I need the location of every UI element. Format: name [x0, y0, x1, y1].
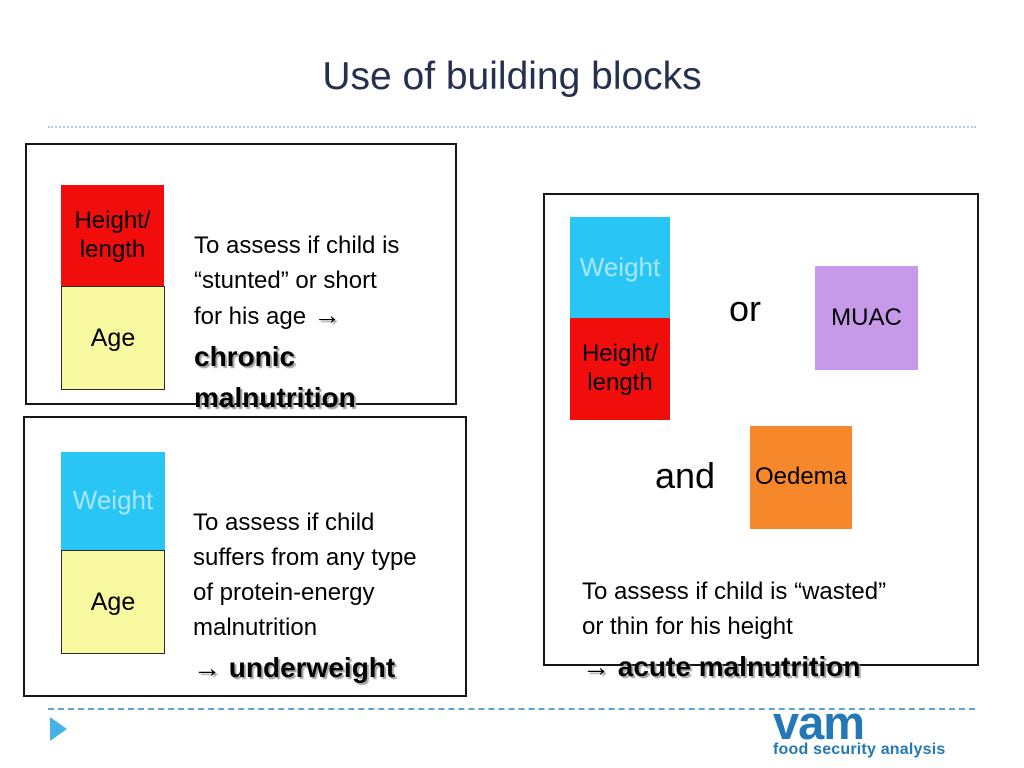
panel-underweight: Weight Age To assess if child suffers fr…	[23, 416, 467, 697]
underweight-description-text: To assess if child suffers from any type…	[193, 509, 417, 641]
block-height-length-label: Height/ length	[581, 340, 659, 396]
acute-description-text: To assess if child is “wasted” or thin f…	[582, 578, 887, 640]
block-oedema: Oedema	[750, 426, 852, 529]
or-label: or	[728, 288, 761, 329]
chronic-description-text: To assess if child is “stunted” or short…	[194, 232, 400, 330]
panel-chronic-malnutrition: Height/ length Age To assess if child is…	[25, 143, 457, 413]
block-weight: Weight	[570, 217, 670, 318]
block-age-label: Age	[90, 324, 136, 352]
block-height-length: Height/ length	[61, 185, 164, 286]
block-oedema-label: Oedema	[754, 463, 848, 491]
block-weight-label: Weight	[579, 251, 661, 282]
block-age-label: Age	[90, 588, 136, 616]
block-age: Age	[61, 286, 165, 390]
vam-logo: vam food security analysis	[773, 699, 945, 758]
play-triangle-icon	[50, 717, 67, 741]
slide-title: Use of building blocks	[322, 55, 702, 98]
vam-logo-text: vam	[773, 696, 865, 749]
underweight-description: To assess if child suffers from any type…	[193, 470, 483, 723]
chronic-bold-text: chronic malnutrition	[194, 341, 356, 413]
panel-acute-malnutrition: Weight Height/ length or MUAC and Oedema…	[543, 193, 979, 682]
block-height-length: Height/ length	[570, 318, 670, 420]
arrow-icon: →	[306, 300, 341, 330]
block-height-length-label: Height/ length	[74, 206, 151, 263]
block-weight: Weight	[61, 452, 165, 550]
block-muac: MUAC	[815, 266, 918, 370]
acute-description: To assess if child is “wasted” or thin f…	[582, 539, 974, 722]
underweight-bold-text: → underweight	[193, 652, 396, 683]
vam-logo-tagline: food security analysis	[773, 741, 946, 758]
block-muac-label: MUAC	[831, 303, 902, 331]
title-dotted-separator	[48, 126, 976, 128]
acute-bold-text: → acute malnutrition	[582, 651, 861, 682]
chronic-description: To assess if child is “stunted” or short…	[194, 193, 464, 453]
block-weight-label: Weight	[72, 485, 154, 516]
footer-dashed-separator	[48, 708, 975, 710]
and-label: and	[654, 455, 716, 496]
block-age: Age	[61, 550, 165, 654]
